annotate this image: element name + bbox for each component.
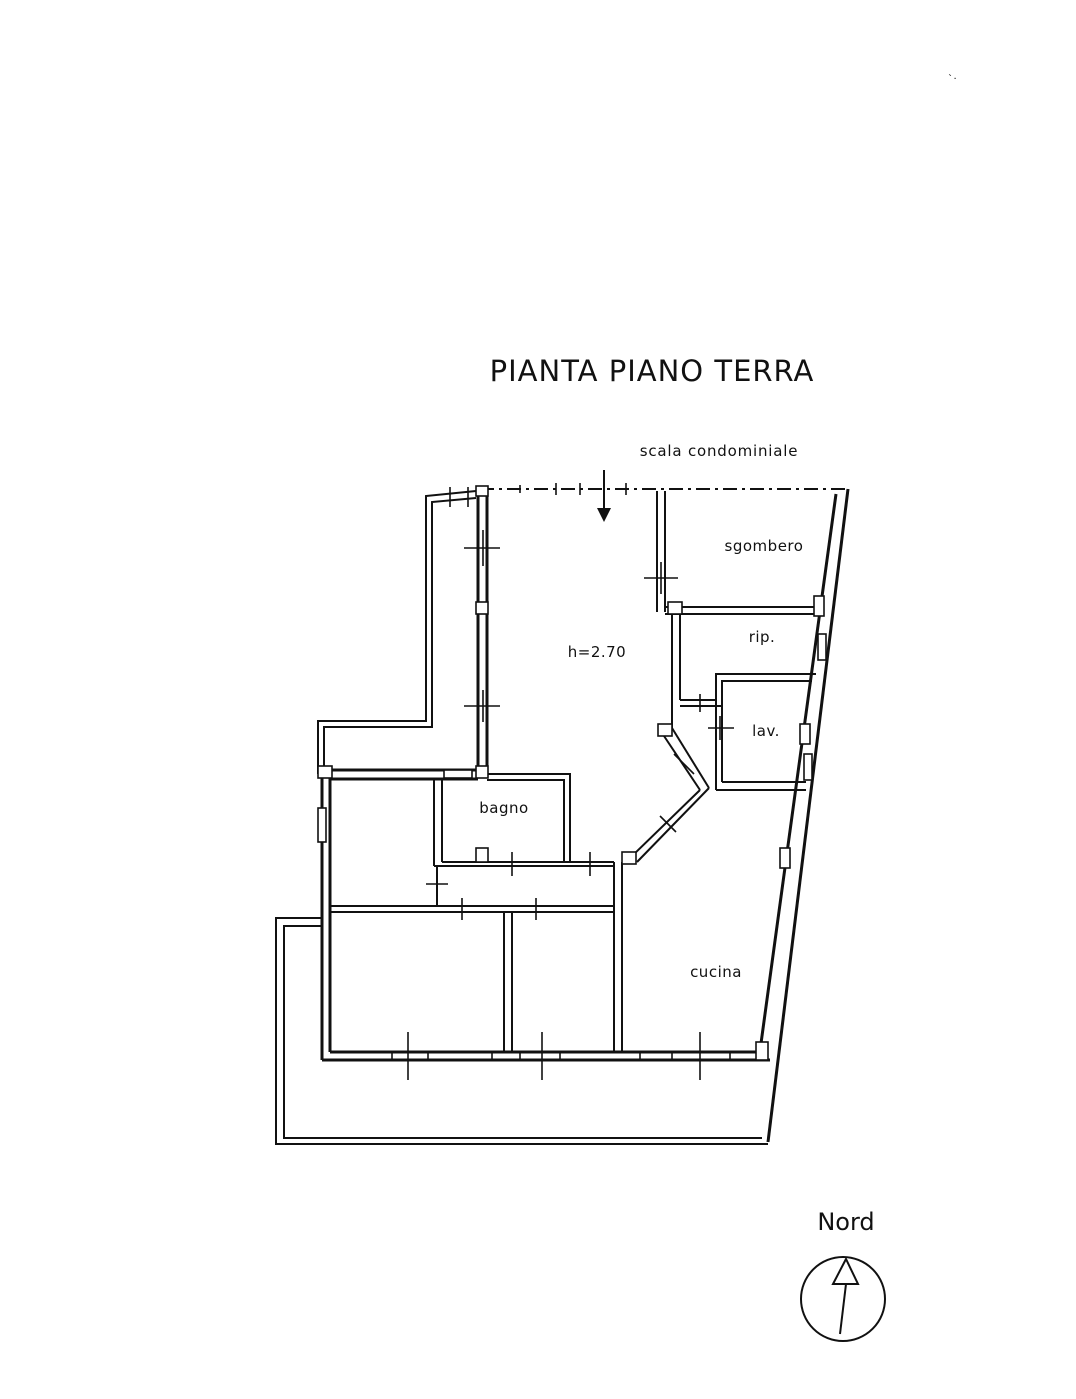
outer-walls (275, 487, 850, 1145)
ceiling-height-label: h=2.70 (568, 643, 626, 661)
scan-mark: `· (948, 73, 957, 85)
room-label-cucina: cucina (690, 963, 742, 981)
room-label-sgombero: sgombero (725, 537, 804, 555)
north-arrow-icon (800, 1256, 886, 1342)
room-label-lav: lav. (752, 722, 780, 740)
entrance-arrow (597, 470, 611, 522)
stair-label: scala condominiale (640, 442, 798, 460)
north-label: Nord (817, 1208, 874, 1236)
door-ticks (391, 483, 734, 1080)
window-markers (317, 485, 827, 1061)
room-label-rip: rip. (749, 628, 776, 646)
room-label-bagno: bagno (479, 799, 528, 817)
plan-title: PIANTA PIANO TERRA (490, 354, 815, 388)
interior-walls (330, 491, 818, 1052)
